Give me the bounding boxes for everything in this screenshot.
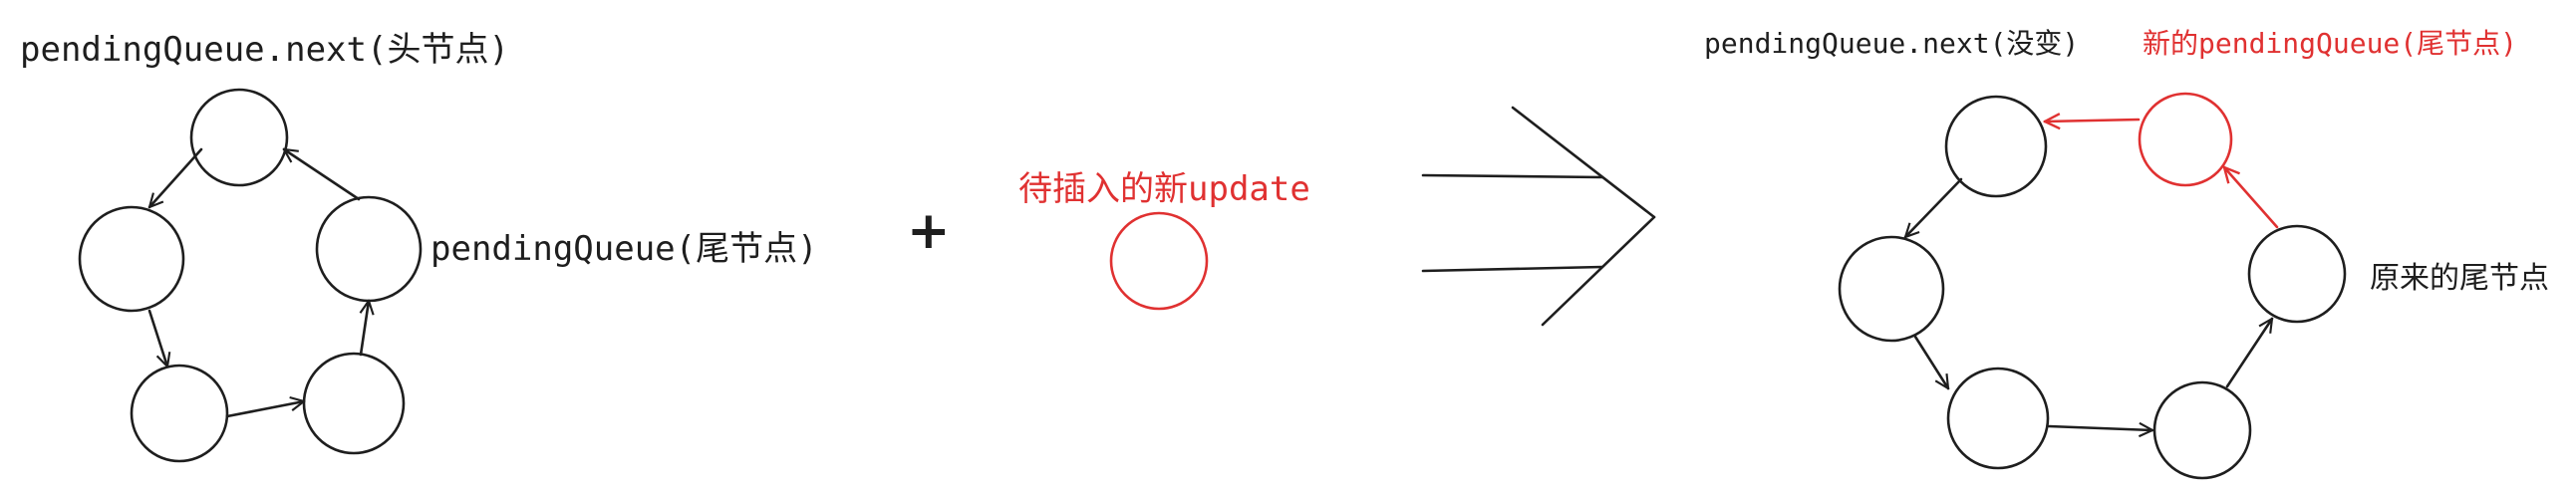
right-next-label: pendingQueue.next(没变) xyxy=(1704,27,2080,60)
left-node-4 xyxy=(302,352,406,455)
right-new-tail-label: 新的pendingQueue(尾节点) xyxy=(2143,27,2518,60)
right-edge-new-tail-to-head xyxy=(2045,120,2141,122)
right-edge-head-to-2 xyxy=(1905,177,1963,237)
left-edge-head-to-2 xyxy=(149,147,203,207)
left-edge-4-to-tail xyxy=(361,301,369,357)
left-edge-tail-to-head xyxy=(284,149,361,201)
left-node-tail xyxy=(315,195,423,303)
left-edge-2-to-3 xyxy=(147,309,167,367)
left-queue xyxy=(78,88,423,463)
implies-arrow xyxy=(1421,106,1656,327)
left-head-label: pendingQueue.next(头节点) xyxy=(20,30,509,70)
right-queue xyxy=(1838,92,2347,480)
right-node-head xyxy=(1944,95,2048,198)
new-update-node xyxy=(1109,211,1209,311)
right-edge-3-to-4 xyxy=(2047,426,2152,430)
left-node-3 xyxy=(130,364,229,463)
right-node-4 xyxy=(2152,380,2252,480)
left-tail-label: pendingQueue(尾节点) xyxy=(430,229,818,269)
right-node-old-tail xyxy=(2247,224,2347,324)
left-edge-3-to-4 xyxy=(225,401,304,418)
left-node-2 xyxy=(78,205,185,313)
right-edge-4-to-old-tail xyxy=(2225,319,2272,388)
plus-sign: + xyxy=(907,201,951,261)
right-edge-old-tail-to-new-tail xyxy=(2224,167,2279,229)
right-edge-2-to-3 xyxy=(1913,335,1950,388)
right-node-new-tail xyxy=(2138,92,2233,187)
right-old-tail-label: 原来的尾节点 xyxy=(2370,261,2549,296)
left-node-head xyxy=(189,88,289,187)
right-node-2 xyxy=(1838,235,1945,343)
new-update-label: 待插入的新update xyxy=(1018,169,1310,209)
right-node-3 xyxy=(1946,367,2050,470)
